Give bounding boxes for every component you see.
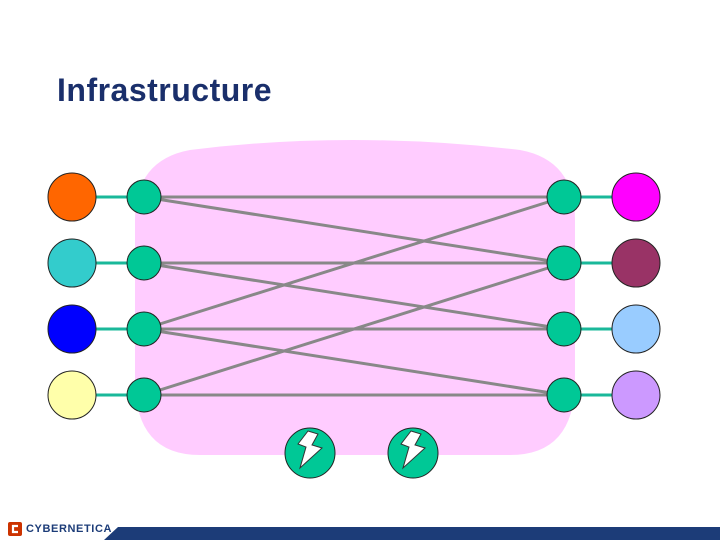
core-links bbox=[143, 195, 565, 397]
brand-logo: CYBERNETICA bbox=[8, 522, 112, 536]
brand-name: CYBERNETICA bbox=[26, 523, 113, 535]
core-link bbox=[143, 327, 565, 397]
right-hosts bbox=[611, 172, 661, 420]
router-node bbox=[546, 377, 582, 413]
router-node bbox=[126, 179, 162, 215]
left-hosts bbox=[47, 172, 97, 420]
host-node bbox=[611, 304, 661, 354]
router-node bbox=[126, 377, 162, 413]
router-node bbox=[126, 311, 162, 347]
host-node bbox=[611, 238, 661, 288]
host-node bbox=[47, 370, 97, 420]
host-node bbox=[611, 370, 661, 420]
host-node bbox=[47, 238, 97, 288]
router-node bbox=[546, 311, 582, 347]
core-link bbox=[143, 195, 565, 331]
host-node bbox=[47, 304, 97, 354]
lightning-icon bbox=[400, 430, 426, 470]
lightning-icon bbox=[297, 430, 323, 470]
router-node bbox=[546, 245, 582, 281]
brand-logo-icon bbox=[8, 522, 22, 536]
router-node bbox=[546, 179, 582, 215]
core-link bbox=[143, 261, 565, 331]
router-node bbox=[126, 245, 162, 281]
host-node bbox=[47, 172, 97, 222]
footer-bar bbox=[104, 527, 720, 540]
host-node bbox=[611, 172, 661, 222]
lightning-node bbox=[284, 427, 336, 479]
slide-title: Infrastructure bbox=[57, 72, 273, 108]
lightning-node bbox=[387, 427, 439, 479]
left-routers bbox=[126, 179, 162, 413]
core-link bbox=[143, 195, 565, 265]
core-link bbox=[143, 261, 565, 397]
right-routers bbox=[546, 179, 582, 413]
